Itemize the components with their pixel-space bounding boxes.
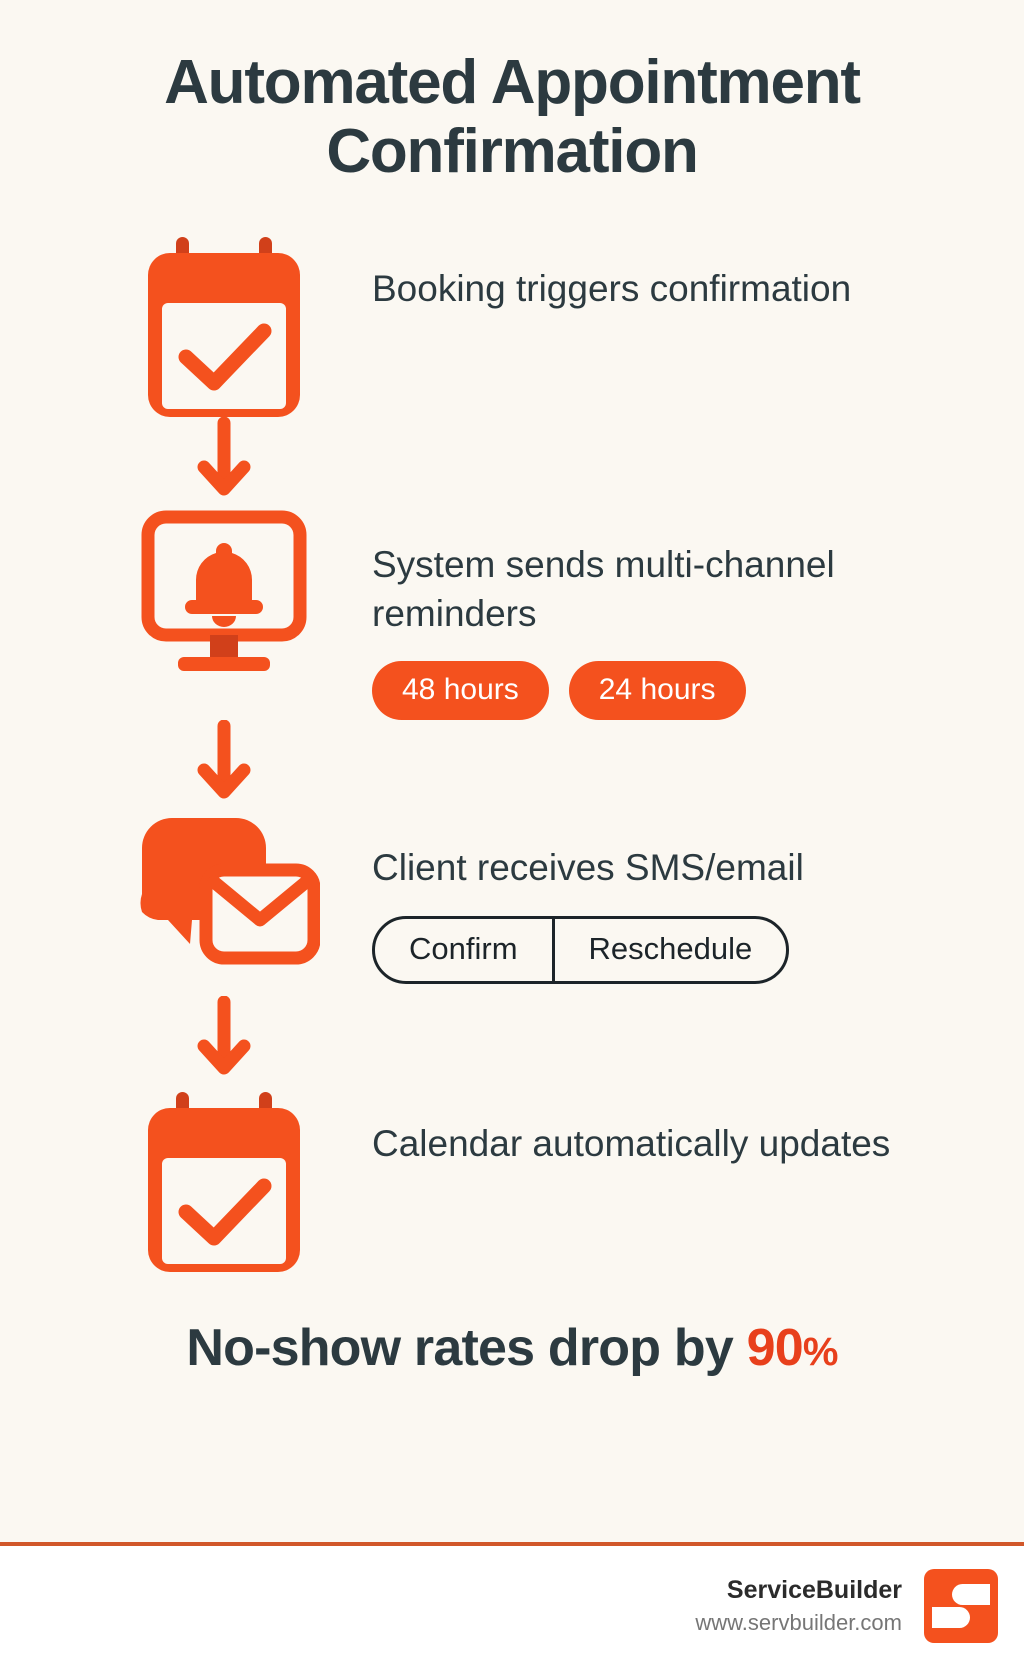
response-button-group: Confirm Reschedule (372, 916, 790, 984)
steps-flow: Booking triggers confirmation (0, 231, 1024, 1272)
stat-prefix: No-show rates drop by (186, 1318, 747, 1377)
stat-headline: No-show rates drop by 90% (0, 1318, 1024, 1378)
page-title: Automated Appointment Confirmation (164, 48, 861, 187)
arrow-1-wrap (0, 416, 1024, 507)
step-3-label: Client receives SMS/email (372, 846, 804, 888)
step-1-icon-col (128, 231, 320, 417)
title-block: Automated Appointment Confirmation (0, 0, 1024, 187)
logo-bar-bottom (932, 1607, 970, 1628)
step-4: Calendar automatically updates (0, 1086, 1024, 1272)
arrow-2-wrap (0, 719, 1024, 810)
step-4-label: Calendar automatically updates (372, 1122, 891, 1164)
chat-envelope-icon (128, 810, 320, 970)
reminder-pills: 48 hours 24 hours (372, 660, 1024, 720)
brand-url[interactable]: www.servbuilder.com (695, 1610, 902, 1636)
step-2-text-col: System sends multi-channel reminders 48 … (320, 507, 1024, 720)
arrow-down-icon-2 (128, 719, 320, 806)
footer: ServiceBuilder www.servbuilder.com (0, 1542, 1024, 1666)
step-2-icon-col (128, 507, 320, 683)
stat-unit: % (802, 1329, 839, 1374)
step-1-label: Booking triggers confirmation (372, 267, 852, 309)
monitor-bell-icon (128, 507, 320, 683)
step-3-icon-col (128, 810, 320, 970)
step-4-icon-col (128, 1086, 320, 1272)
logo-bar-top (952, 1584, 990, 1605)
pill-48-hours[interactable]: 48 hours (372, 660, 549, 720)
step-4-text-col: Calendar automatically updates (320, 1086, 1024, 1169)
calendar-check-icon (128, 231, 320, 417)
calendar-check-icon (128, 1086, 320, 1272)
step-1-text-col: Booking triggers confirmation (320, 231, 1024, 314)
footer-text: ServiceBuilder www.servbuilder.com (695, 1574, 902, 1638)
servicebuilder-logo-icon (924, 1569, 998, 1643)
step-3-text-col: Client receives SMS/email Confirm Resche… (320, 810, 1024, 984)
arrow-3-wrap (0, 995, 1024, 1086)
step-2: System sends multi-channel reminders 48 … (0, 507, 1024, 720)
arrow-down-icon-1 (128, 416, 320, 503)
reschedule-button[interactable]: Reschedule (588, 931, 753, 967)
brand-name: ServiceBuilder (726, 1575, 902, 1604)
arrow-down-icon-3 (128, 995, 320, 1082)
pill-24-hours[interactable]: 24 hours (568, 660, 746, 720)
confirm-button[interactable]: Confirm (409, 931, 518, 967)
stat-value: 90 (746, 1318, 804, 1377)
step-3: Client receives SMS/email Confirm Resche… (0, 810, 1024, 996)
step-2-label: System sends multi-channel reminders (372, 543, 835, 634)
button-divider (551, 919, 555, 981)
step-1: Booking triggers confirmation (0, 231, 1024, 417)
